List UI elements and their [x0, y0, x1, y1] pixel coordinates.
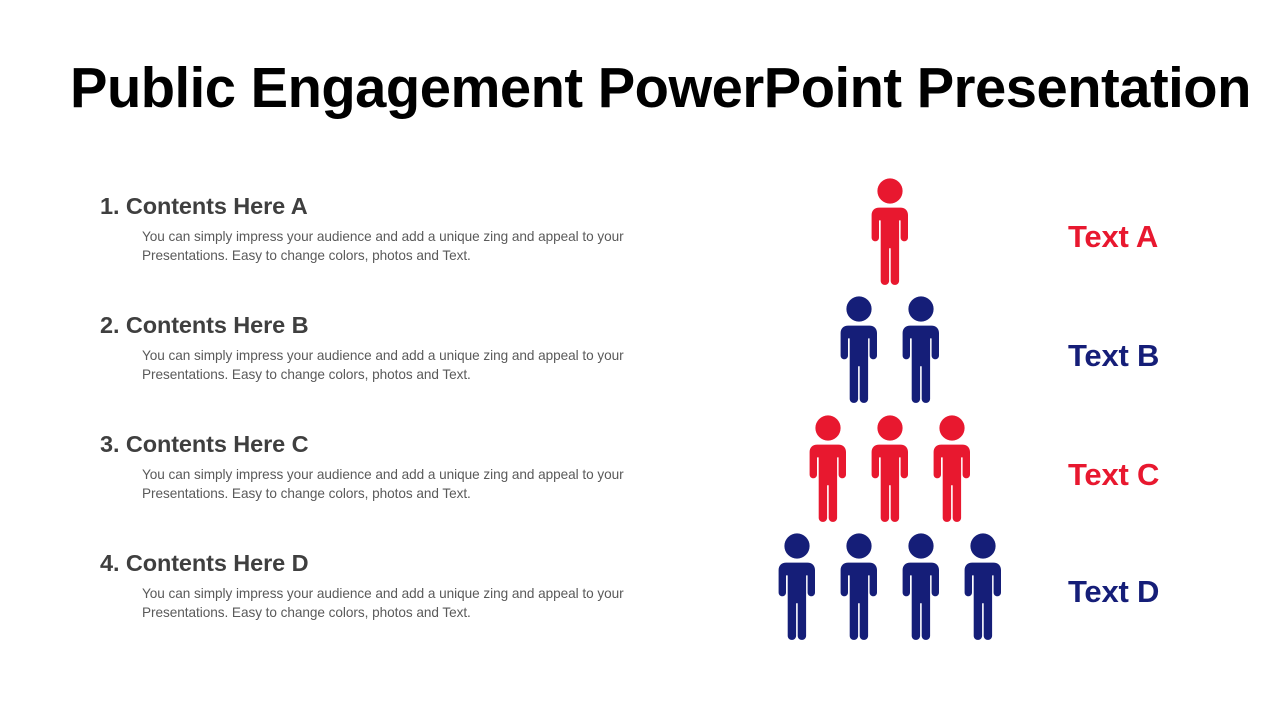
content-body: You can simply impress your audience and…: [142, 228, 624, 263]
person-icon: [840, 533, 877, 640]
list-item[interactable]: 3. Contents Here C You can simply impres…: [100, 430, 680, 549]
content-heading: 2. Contents Here B: [100, 312, 309, 338]
series-legend: Text A Text B Text C Text D: [1046, 170, 1246, 650]
legend-label-a: Text A: [1068, 219, 1159, 254]
person-icon: [809, 415, 846, 522]
content-body: You can simply impress your audience and…: [142, 585, 624, 620]
content-heading: 4. Contents Here D: [100, 550, 309, 576]
content-heading: 3. Contents Here C: [100, 431, 309, 457]
list-item[interactable]: 4. Contents Here D You can simply impres…: [100, 549, 680, 668]
person-icon: [902, 296, 939, 403]
pictogram-row-d: [740, 533, 1040, 640]
person-icon: [840, 296, 877, 403]
pictogram-row-a: [740, 178, 1040, 285]
pictogram-row-b: [740, 296, 1040, 403]
legend-label-c: Text C: [1068, 457, 1160, 492]
content-body: You can simply impress your audience and…: [142, 466, 624, 501]
person-icon: [871, 178, 908, 285]
content-heading: 1. Contents Here A: [100, 193, 308, 219]
person-icon: [933, 415, 970, 522]
person-icon: [871, 415, 908, 522]
page-title: Public Engagement PowerPoint Presentatio…: [70, 56, 1251, 121]
pictogram-row-c: [740, 415, 1040, 522]
legend-label-b: Text B: [1068, 338, 1160, 373]
person-icon: [902, 533, 939, 640]
pictogram-pyramid-chart: [740, 170, 1040, 650]
legend-label-d: Text D: [1068, 574, 1160, 609]
person-icon: [778, 533, 815, 640]
list-item[interactable]: 2. Contents Here B You can simply impres…: [100, 311, 680, 430]
content-list: 1. Contents Here A You can simply impres…: [100, 192, 680, 668]
list-item[interactable]: 1. Contents Here A You can simply impres…: [100, 192, 680, 311]
person-icon: [964, 533, 1001, 640]
content-body: You can simply impress your audience and…: [142, 347, 624, 382]
